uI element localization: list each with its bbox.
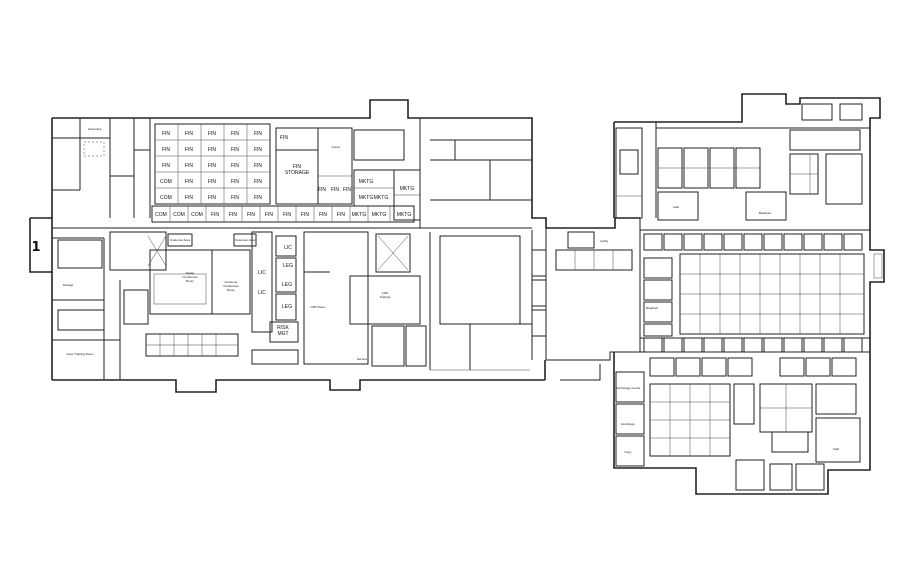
room-label: MKTG (374, 195, 389, 201)
room-label: FIN (280, 135, 288, 141)
room-label: Conference (182, 275, 198, 279)
room-label: STORAGE (285, 170, 310, 176)
room-label: FIN (208, 179, 216, 185)
mktg-labels: MKTG MKTG MKTG MKTG (359, 179, 415, 201)
fin-storage-label: FIN STORAGE FIN FIN FIN FIN (280, 135, 351, 193)
room-label: COM (155, 212, 167, 218)
room-label: FIN (185, 163, 193, 169)
room-label: MKTG (397, 212, 412, 218)
room-label: MKTG (400, 186, 415, 192)
fin-grid-labels: FIN FIN FIN FIN FIN FIN FIN FIN FIN FIN … (160, 131, 262, 201)
room-label: FIN (331, 187, 339, 193)
room-label: Storage (63, 283, 74, 287)
room-label: Room (186, 279, 195, 283)
room-label: FIN (231, 131, 239, 137)
room-label: FIN (301, 212, 309, 218)
room-label: FIN (208, 147, 216, 153)
room-label: MKTG (372, 212, 387, 218)
room-label: FIN (185, 195, 193, 201)
room-label: FIN (231, 179, 239, 185)
room-label: COM (191, 212, 203, 218)
room-label: FIN (208, 163, 216, 169)
room-label: FIN (162, 147, 170, 153)
room-label: FIN (185, 131, 193, 137)
room-label: Copy (624, 450, 632, 454)
room-label: FIN (254, 179, 262, 185)
room-label: FIN (254, 195, 262, 201)
room-label: FIN (211, 212, 219, 218)
room-label: FIN (162, 163, 170, 169)
room-label: FIN (231, 195, 239, 201)
room-label: LIC (284, 245, 292, 251)
room-label: Technology Center (615, 386, 640, 390)
room-label: FIN (231, 147, 239, 153)
room-label: Executive (88, 127, 101, 131)
room-label: FIN (337, 212, 345, 218)
bottom-row-labels: COM COM COM FIN FIN FIN FIN FIN FIN FIN … (155, 212, 411, 218)
room-label: FIN (254, 147, 262, 153)
room-label: MKTG (352, 212, 367, 218)
room-label: Dealer (186, 271, 195, 275)
room-label: COM (173, 212, 185, 218)
room-label: LMS (382, 291, 388, 295)
room-label: LEG (283, 263, 293, 269)
room-label: Breakout (759, 211, 771, 215)
room-label: COM (160, 179, 172, 185)
room-label: Customer Area (170, 238, 190, 242)
room-label: MKTG (359, 195, 374, 201)
room-label: LIC (258, 270, 266, 276)
room-label: Exchange (621, 422, 635, 426)
room-label: FIN (208, 131, 216, 137)
room-label: LEG (282, 282, 292, 288)
room-label: FIN (293, 164, 301, 170)
room-label: FIN (319, 212, 327, 218)
room-label: FIN (265, 212, 273, 218)
room-label: Room (227, 288, 236, 292)
room-label: ONT Room (310, 305, 326, 309)
room-label: Conference (223, 284, 239, 288)
room-label: FIN (208, 195, 216, 201)
room-label: Crew Training Room (66, 352, 94, 356)
west-building-outline (29, 99, 640, 393)
room-label: FIN (231, 163, 239, 169)
room-label: FIN (318, 187, 326, 193)
room-label: FIN (185, 179, 193, 185)
room-label: FIN (185, 147, 193, 153)
room-label: MKTG (359, 179, 374, 185)
east-interior-walls (615, 103, 883, 491)
west-interior-walls (52, 118, 633, 380)
room-label: FIN (247, 212, 255, 218)
room-label: FIN (343, 187, 351, 193)
room-label: MGT (277, 331, 288, 337)
room-label: LEG (282, 304, 292, 310)
room-label: Breakout (646, 306, 658, 310)
room-label: Customer Area (235, 238, 255, 242)
room-label: Annex (332, 145, 341, 149)
room-label: Servers (357, 357, 368, 361)
room-label: Cafe (673, 205, 680, 209)
room-label: LIC (258, 290, 266, 296)
room-label: FIN (283, 212, 291, 218)
floor-number: 1 (31, 240, 40, 255)
floor-marker: 1 (31, 240, 40, 255)
room-label: FIN (254, 131, 262, 137)
room-label: Lobby (600, 239, 609, 243)
room-label: Training (380, 295, 391, 299)
room-label: FIN (254, 163, 262, 169)
small-room-labels: Executive Storage Crew Training Room Dea… (63, 127, 840, 454)
room-label: COM (160, 195, 172, 201)
room-label: FIN (162, 131, 170, 137)
room-label: RISK (277, 325, 289, 331)
room-label: Customer (224, 280, 237, 284)
legal-wing-labels: LIC LEG LIC LIC LEG LEG RISK MGT (258, 245, 293, 337)
room-label: FIN (229, 212, 237, 218)
room-label: Cafe (833, 447, 840, 451)
